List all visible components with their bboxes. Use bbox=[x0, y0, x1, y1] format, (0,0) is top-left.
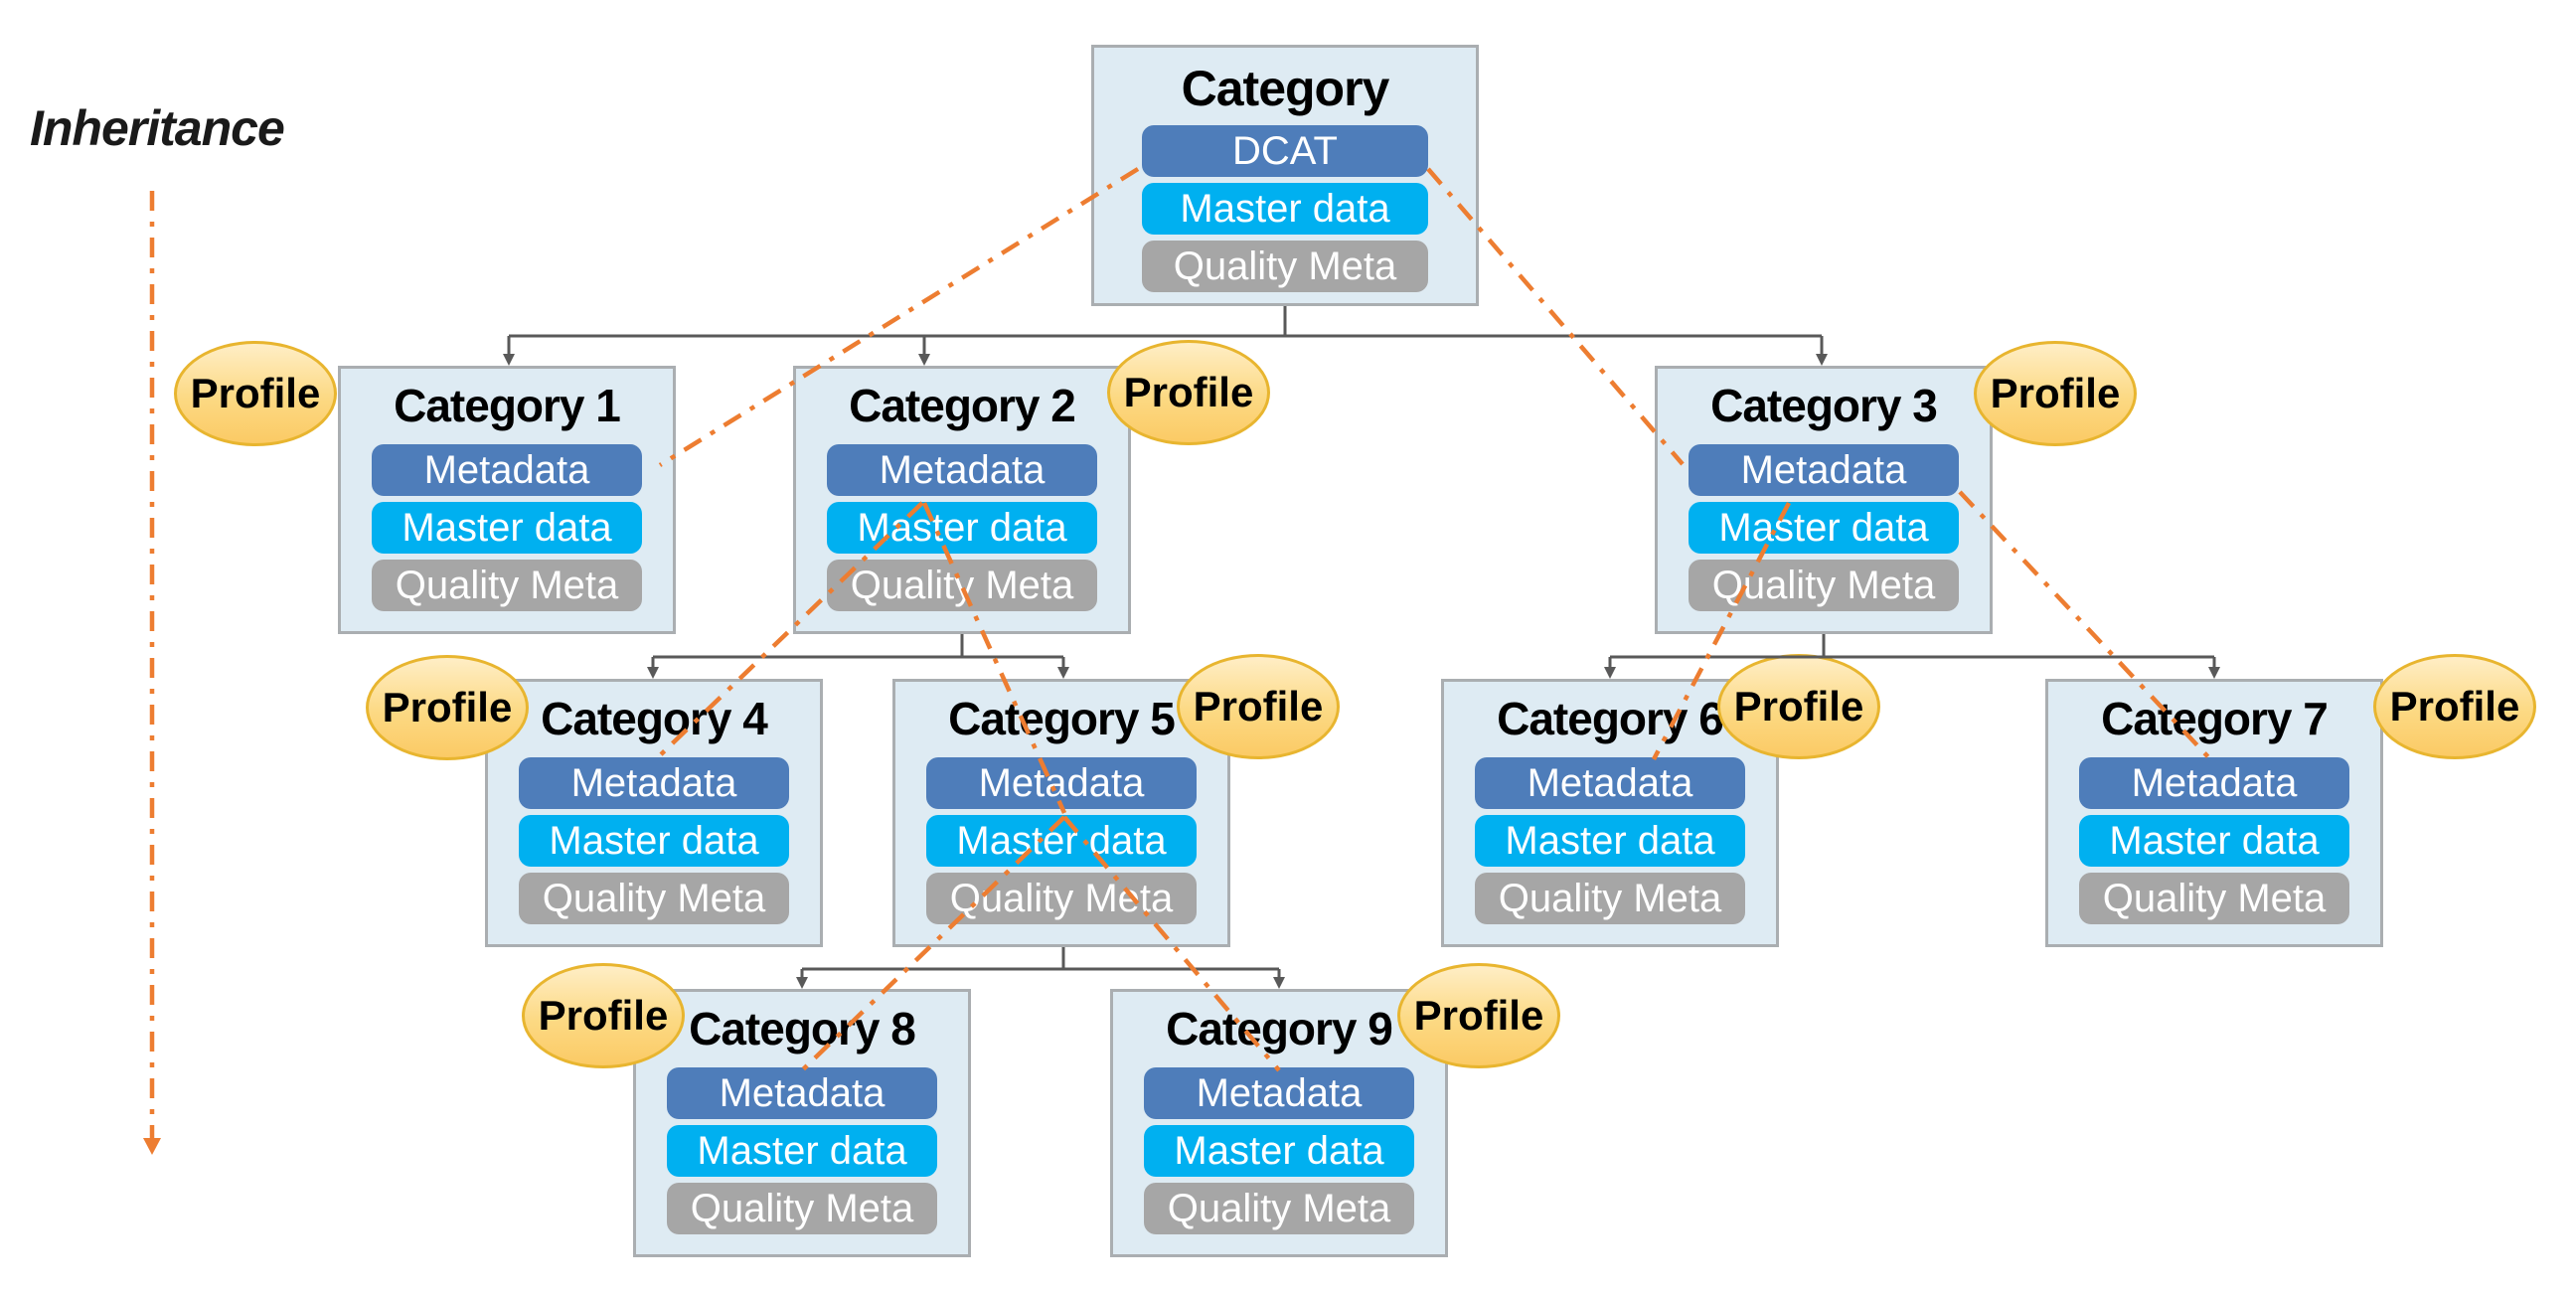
category-1-title: Category 1 bbox=[394, 380, 621, 431]
profile-ellipse-category-7: Profile bbox=[2373, 654, 2536, 759]
quality-meta-bar: Quality Meta bbox=[1475, 873, 1745, 924]
category-7-box: Category 7 Metadata Master data Quality … bbox=[2045, 679, 2383, 947]
master-data-bar: Master data bbox=[1144, 1125, 1414, 1177]
master-data-bar: Master data bbox=[1689, 502, 1959, 554]
category-3-title: Category 3 bbox=[1710, 380, 1938, 431]
master-data-bar: Master data bbox=[827, 502, 1097, 554]
metadata-bar: Metadata bbox=[1689, 444, 1959, 496]
inheritance-label: Inheritance bbox=[30, 100, 285, 156]
tree-connector-root bbox=[509, 306, 1822, 338]
category-9-box: Category 9 Metadata Master data Quality … bbox=[1110, 989, 1448, 1257]
profile-ellipse-category-3: Profile bbox=[1974, 341, 2137, 446]
category-1-bars: Metadata Master data Quality Meta bbox=[372, 444, 642, 611]
category-4-bars: Metadata Master data Quality Meta bbox=[519, 757, 789, 924]
quality-meta-bar: Quality Meta bbox=[519, 873, 789, 924]
master-data-bar: Master data bbox=[1142, 183, 1428, 235]
metadata-bar: Metadata bbox=[519, 757, 789, 809]
category-9-title: Category 9 bbox=[1166, 1003, 1393, 1054]
category-4-box: Category 4 Metadata Master data Quality … bbox=[485, 679, 823, 947]
category-6-box: Category 6 Metadata Master data Quality … bbox=[1441, 679, 1779, 947]
category-8-title: Category 8 bbox=[689, 1003, 916, 1054]
category-3-box: Category 3 Metadata Master data Quality … bbox=[1655, 366, 1993, 634]
category-9-bars: Metadata Master data Quality Meta bbox=[1144, 1067, 1414, 1234]
quality-meta-bar: Quality Meta bbox=[926, 873, 1197, 924]
quality-meta-bar: Quality Meta bbox=[1144, 1183, 1414, 1234]
metadata-bar: Metadata bbox=[1144, 1067, 1414, 1119]
quality-meta-bar: Quality Meta bbox=[2079, 873, 2349, 924]
category-2-box: Category 2 Metadata Master data Quality … bbox=[793, 366, 1131, 634]
master-data-bar: Master data bbox=[519, 815, 789, 867]
quality-meta-bar: Quality Meta bbox=[1689, 560, 1959, 611]
category-8-bars: Metadata Master data Quality Meta bbox=[667, 1067, 937, 1234]
master-data-bar: Master data bbox=[926, 815, 1197, 867]
category-2-bars: Metadata Master data Quality Meta bbox=[827, 444, 1097, 611]
quality-meta-bar: Quality Meta bbox=[1142, 241, 1428, 292]
category-root-title: Category bbox=[1181, 61, 1390, 116]
metadata-bar: Metadata bbox=[926, 757, 1197, 809]
profile-ellipse-category-4: Profile bbox=[366, 655, 529, 760]
category-4-title: Category 4 bbox=[541, 693, 768, 744]
master-data-bar: Master data bbox=[1475, 815, 1745, 867]
category-1-box: Category 1 Metadata Master data Quality … bbox=[338, 366, 676, 634]
metadata-bar: Metadata bbox=[1475, 757, 1745, 809]
category-2-title: Category 2 bbox=[849, 380, 1076, 431]
category-6-bars: Metadata Master data Quality Meta bbox=[1475, 757, 1745, 924]
profile-ellipse-category-8: Profile bbox=[522, 963, 685, 1068]
category-8-box: Category 8 Metadata Master data Quality … bbox=[633, 989, 971, 1257]
profile-ellipse-category-2: Profile bbox=[1107, 340, 1270, 445]
quality-meta-bar: Quality Meta bbox=[667, 1183, 937, 1234]
category-7-bars: Metadata Master data Quality Meta bbox=[2079, 757, 2349, 924]
dcat-bar: DCAT bbox=[1142, 125, 1428, 177]
master-data-bar: Master data bbox=[372, 502, 642, 554]
category-root-bars: DCAT Master data Quality Meta bbox=[1142, 125, 1428, 292]
tree-connector-category-3 bbox=[1610, 634, 2214, 659]
quality-meta-bar: Quality Meta bbox=[827, 560, 1097, 611]
profile-ellipse-category-5: Profile bbox=[1177, 654, 1340, 759]
tree-connector-category-5 bbox=[802, 947, 1279, 971]
profile-ellipse-category-9: Profile bbox=[1397, 963, 1560, 1068]
category-3-bars: Metadata Master data Quality Meta bbox=[1689, 444, 1959, 611]
tree-connector-category-2 bbox=[653, 634, 1063, 659]
metadata-bar: Metadata bbox=[827, 444, 1097, 496]
category-5-bars: Metadata Master data Quality Meta bbox=[926, 757, 1197, 924]
metadata-bar: Metadata bbox=[2079, 757, 2349, 809]
metadata-bar: Metadata bbox=[667, 1067, 937, 1119]
category-7-title: Category 7 bbox=[2101, 693, 2329, 744]
metadata-bar: Metadata bbox=[372, 444, 642, 496]
profile-ellipse-category-1: Profile bbox=[174, 341, 337, 446]
master-data-bar: Master data bbox=[667, 1125, 937, 1177]
quality-meta-bar: Quality Meta bbox=[372, 560, 642, 611]
master-data-bar: Master data bbox=[2079, 815, 2349, 867]
profile-ellipse-category-6: Profile bbox=[1717, 654, 1880, 759]
category-root-box: Category DCAT Master data Quality Meta bbox=[1091, 45, 1479, 306]
